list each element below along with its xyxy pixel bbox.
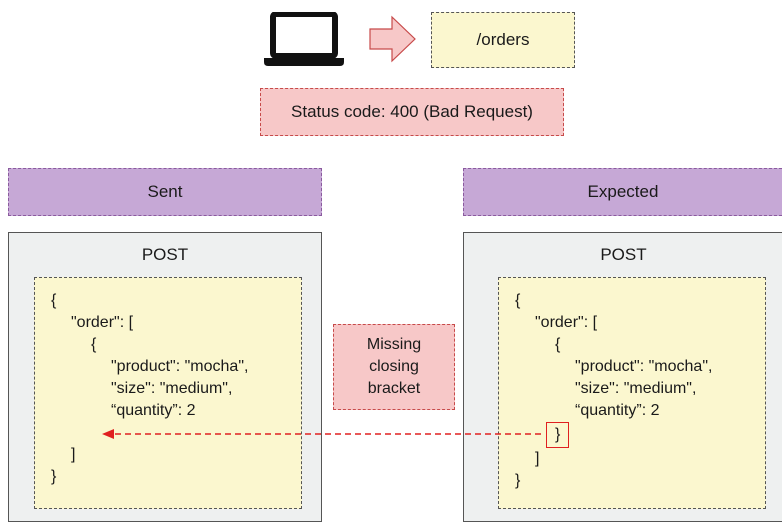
missing-bracket-line: [35, 422, 301, 444]
code-line: "size": "medium",: [111, 380, 233, 397]
sent-header: Sent: [8, 168, 322, 216]
note-line: bracket: [367, 380, 421, 397]
sent-payload: { "order": [ { "product": "mocha", "size…: [34, 277, 302, 509]
note-line: closing: [369, 358, 419, 375]
sent-method: POST: [141, 245, 189, 264]
code-line: "order": [: [71, 314, 134, 331]
sent-panel: POST { "order": [ { "product": "mocha", …: [8, 232, 322, 522]
expected-method: POST: [600, 245, 647, 264]
code-line: {: [515, 292, 521, 309]
sent-header-label: Sent: [147, 182, 183, 201]
code-line: }: [515, 472, 521, 489]
code-line: ]: [71, 446, 76, 463]
code-line: “quantity”: 2: [111, 402, 196, 419]
code-line: "size": "medium",: [575, 380, 697, 397]
missing-bracket-note: Missing closing bracket: [333, 324, 455, 410]
code-line: ]: [535, 450, 540, 467]
code-line: "order": [: [535, 314, 598, 331]
code-line: {: [51, 292, 57, 309]
endpoint-box: /orders: [431, 12, 575, 68]
code-line: {: [91, 336, 97, 353]
code-line: "product": "mocha",: [111, 358, 249, 375]
laptop-icon: [264, 12, 344, 66]
highlighted-closing-bracket: }: [546, 422, 570, 448]
arrow-right-icon: [369, 15, 416, 63]
expected-payload: { "order": [ { "product": "mocha", "size…: [498, 277, 766, 509]
code-line: }: [51, 468, 57, 485]
status-code-box: Status code: 400 (Bad Request): [260, 88, 564, 136]
code-line: {: [555, 336, 561, 353]
endpoint-label: /orders: [476, 30, 530, 49]
expected-header-label: Expected: [587, 182, 659, 201]
note-line: Missing: [366, 336, 422, 353]
expected-panel: POST { "order": [ { "product": "mocha", …: [463, 232, 782, 522]
expected-header: Expected: [463, 168, 782, 216]
code-line: "product": "mocha",: [575, 358, 713, 375]
status-code-label: Status code: 400 (Bad Request): [291, 102, 533, 121]
code-line: “quantity”: 2: [575, 402, 660, 419]
